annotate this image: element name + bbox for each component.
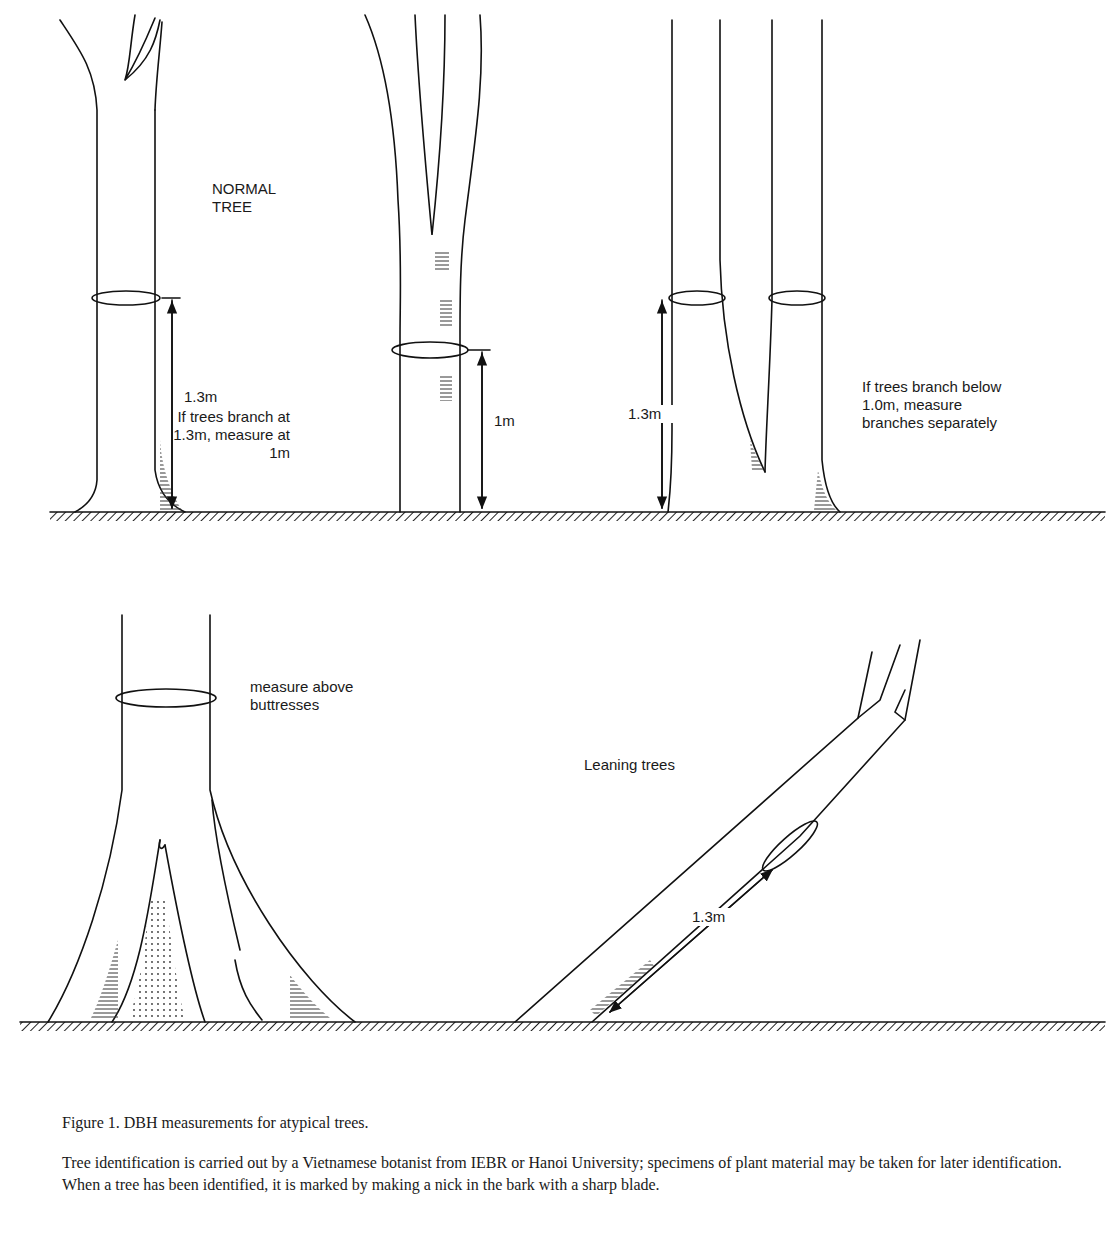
forked-tree bbox=[365, 15, 490, 512]
instruction-note: If trees branch below 1.0m, measure bran… bbox=[862, 378, 1012, 432]
ground-hatch bbox=[20, 1022, 1105, 1031]
buttressed-tree bbox=[48, 615, 355, 1022]
normal-tree bbox=[60, 15, 185, 512]
instruction-note: If trees branch at 1.3m, measure at 1m bbox=[150, 408, 290, 462]
leaning-tree bbox=[515, 640, 920, 1022]
dimension-label: 1m bbox=[492, 412, 536, 430]
figure-caption: Figure 1. DBH measurements for atypical … bbox=[62, 1112, 369, 1134]
dimension-label: 1.3m bbox=[182, 388, 236, 406]
ground-line bbox=[20, 1021, 1105, 1023]
body-paragraph: Tree identification is carried out by a … bbox=[62, 1152, 1072, 1195]
low-forked-tree bbox=[662, 20, 840, 512]
ground-hatch bbox=[50, 512, 1105, 521]
ground-line bbox=[50, 511, 1105, 513]
dimension-label: 1.3m bbox=[690, 908, 744, 926]
tree-label: NORMAL TREE bbox=[212, 180, 292, 216]
instruction-note: measure above buttresses bbox=[250, 678, 390, 714]
tree-label: Leaning trees bbox=[584, 756, 704, 774]
dimension-label: 1.3m bbox=[626, 405, 676, 423]
